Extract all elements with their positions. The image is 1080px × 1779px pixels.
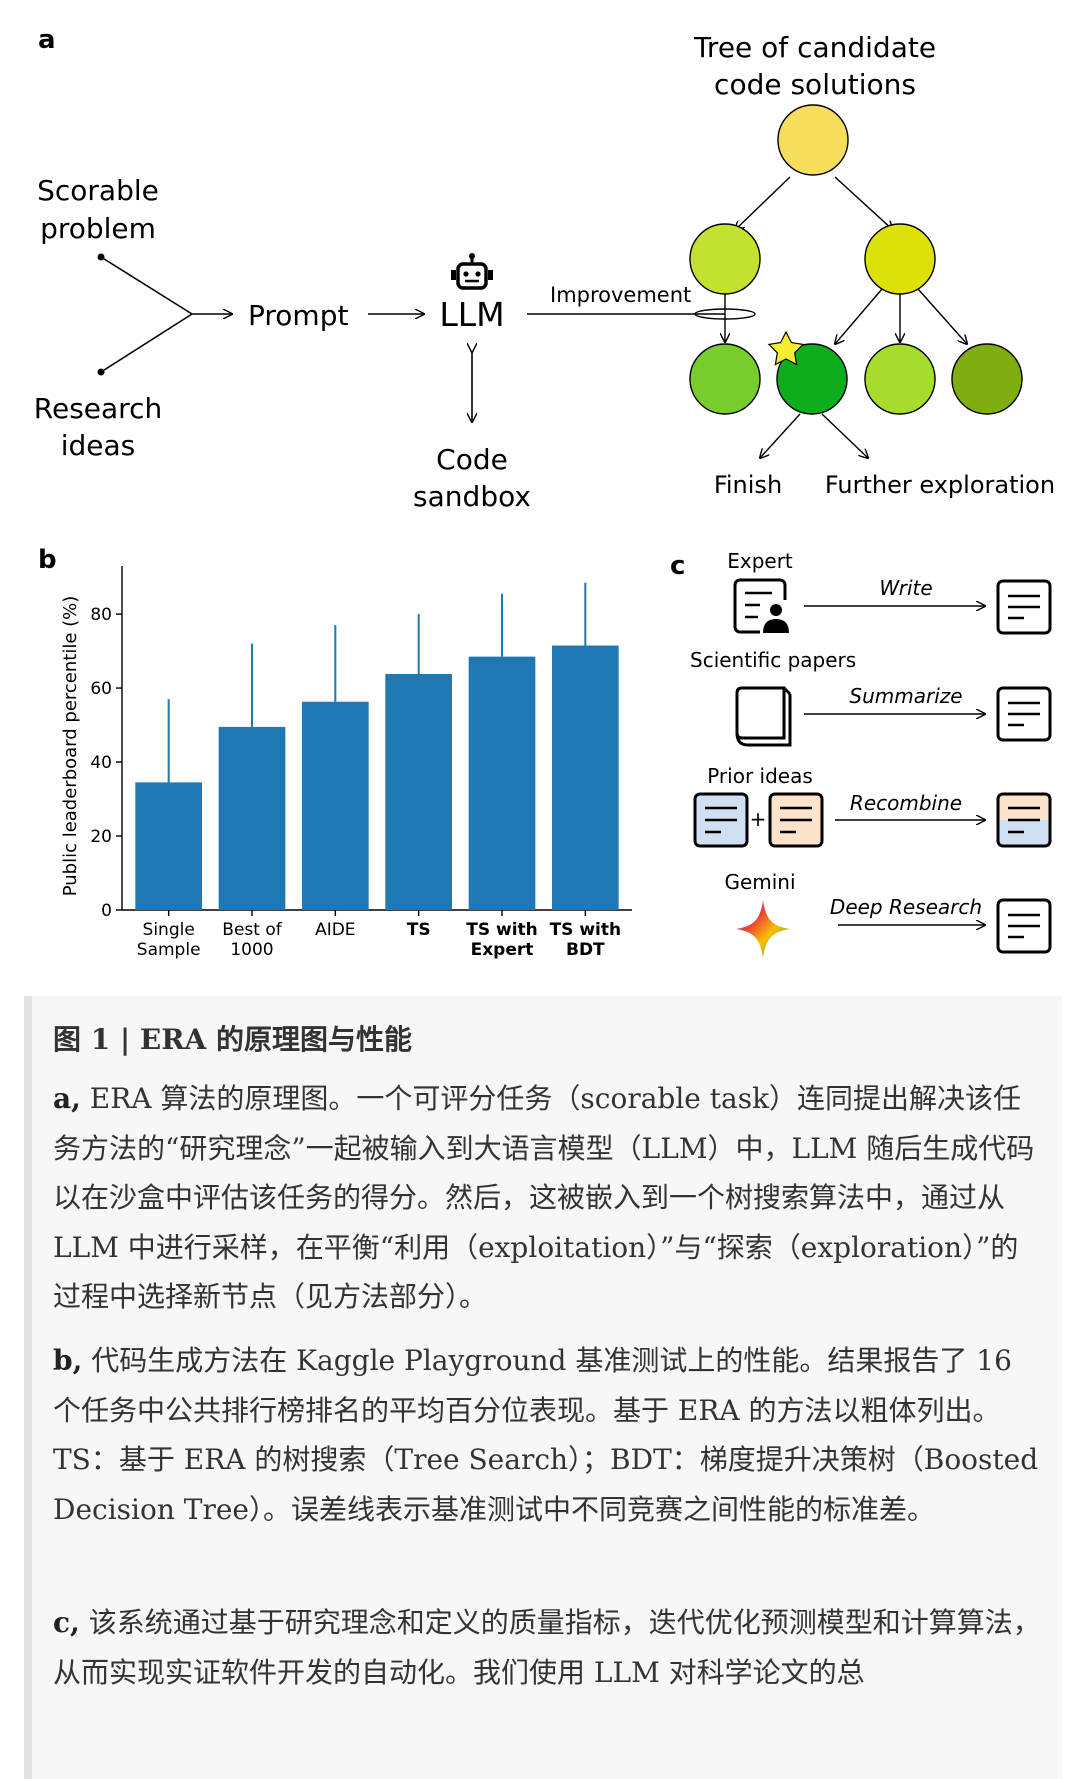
merge-line-bottom	[100, 313, 193, 373]
llm-label: LLM	[439, 295, 504, 334]
gemini-sparkle-icon	[736, 900, 790, 958]
tree-edge	[821, 413, 868, 458]
tree-edge	[834, 176, 893, 230]
caption-b-text: 代码生成方法在 Kaggle Playground 基准测试上的性能。结果报告了…	[53, 1344, 1039, 1526]
input-scorable-line2: problem	[40, 212, 156, 245]
tree-title-line1: Tree of candidate	[693, 31, 936, 64]
y-tick-label: 20	[90, 827, 112, 847]
output-doc-icon	[996, 898, 1052, 954]
x-tick-label: Expert	[471, 940, 534, 960]
prompt-label: Prompt	[248, 299, 348, 332]
y-tick-label: 80	[90, 605, 112, 625]
expert-doc-icon	[733, 578, 790, 636]
tree-node-level2-4	[951, 343, 1023, 415]
sandbox-line2: sandbox	[413, 480, 531, 513]
caption-a-text: ERA 算法的原理图。一个可评分任务（scorable task）连同提出解决该…	[53, 1082, 1035, 1313]
action-deep-research: Deep Research	[830, 895, 982, 919]
improvement-label: Improvement	[550, 283, 691, 307]
tree-edge	[760, 413, 801, 458]
panel-a-letter: a	[38, 25, 56, 55]
x-tick-label: BDT	[566, 940, 605, 960]
panel-a: a Tree of candidate code solutions Scora…	[34, 25, 1055, 513]
source-expert: Expert	[727, 549, 793, 573]
y-tick-label: 60	[90, 679, 112, 699]
action-summarize: Summarize	[849, 684, 962, 708]
output-doc-icon	[996, 579, 1052, 635]
input-scorable-line1: Scorable	[37, 174, 159, 207]
tree-title-line2: code solutions	[714, 68, 916, 101]
tree-edge	[735, 176, 791, 230]
source-prior-ideas: Prior ideas	[707, 764, 813, 788]
caption-c-label: c,	[53, 1606, 80, 1639]
y-tick-label: 0	[101, 901, 112, 921]
bar	[302, 701, 369, 910]
bar	[135, 782, 202, 910]
recombined-doc-icon	[996, 792, 1052, 848]
bar	[468, 656, 536, 910]
action-write: Write	[879, 576, 932, 600]
x-tick-label: Sample	[137, 940, 201, 960]
x-tick-label: 1000	[230, 940, 273, 960]
action-recombine: Recombine	[850, 791, 962, 815]
y-axis-label: Public leaderboard percentile (%)	[60, 596, 81, 897]
x-tick-label: TS with	[466, 920, 538, 940]
panel-b: b Public leaderboard percentile (%) 0 20 4…	[38, 545, 632, 960]
input-research-line1: Research	[34, 392, 162, 425]
peach-idea-doc-icon	[768, 792, 824, 848]
book-icon	[735, 686, 792, 747]
x-tick-label: Single	[143, 920, 195, 940]
x-tick-label: AIDE	[315, 920, 355, 940]
caption-b-label: b,	[53, 1344, 83, 1377]
tree-node-root	[777, 104, 849, 176]
tree-edge	[835, 288, 883, 344]
robot-icon	[451, 253, 493, 290]
sandbox-line1: Code	[436, 443, 508, 476]
bar	[218, 726, 286, 910]
figure-caption-box	[24, 996, 1062, 1779]
x-tick-label: TS with	[550, 920, 622, 940]
x-tick-label: Best of	[222, 920, 282, 940]
tree-edge	[917, 288, 967, 344]
y-tick-label: 40	[90, 753, 112, 773]
input-research-line2: ideas	[61, 429, 136, 462]
panel-c: c Expert Write Scientific papers	[670, 549, 1052, 958]
further-exploration-label: Further exploration	[825, 471, 1055, 499]
caption-paragraph-a: a, ERA 算法的原理图。一个可评分任务（scorable task）连同提出…	[53, 1074, 1043, 1322]
blue-idea-doc-icon	[693, 792, 749, 848]
source-gemini: Gemini	[724, 870, 795, 894]
caption-c-text: 该系统通过基于研究理念和定义的质量指标，迭代优化预测模型和计算算法，从而实现实证…	[53, 1606, 1041, 1689]
source-scientific-papers: Scientific papers	[690, 648, 856, 672]
tree-node-level2-1	[689, 343, 761, 415]
caption-paragraph-c: c, 该系统通过基于研究理念和定义的质量指标，迭代优化预测模型和计算算法，从而实…	[53, 1598, 1043, 1697]
panel-c-letter: c	[670, 551, 685, 581]
tree-node-level1-left	[689, 223, 761, 295]
star-icon	[767, 330, 805, 366]
bar	[385, 674, 452, 910]
caption-paragraph-b: b, 代码生成方法在 Kaggle Playground 基准测试上的性能。结果…	[53, 1336, 1043, 1534]
caption-a-label: a,	[53, 1082, 81, 1115]
caption-title: 图 1 | ERA 的原理图与性能	[53, 1023, 412, 1056]
tree-node-level2-3	[864, 343, 936, 415]
bar	[552, 645, 619, 910]
x-tick-label: TS	[407, 920, 431, 940]
plus-sign: +	[750, 807, 767, 831]
figure-1: a Tree of candidate code solutions Scora…	[34, 25, 1055, 960]
output-doc-icon	[996, 686, 1052, 742]
merge-line-top	[100, 256, 193, 315]
tree-node-level1-right	[864, 223, 936, 295]
finish-label: Finish	[714, 471, 782, 499]
panel-b-letter: b	[38, 545, 57, 575]
